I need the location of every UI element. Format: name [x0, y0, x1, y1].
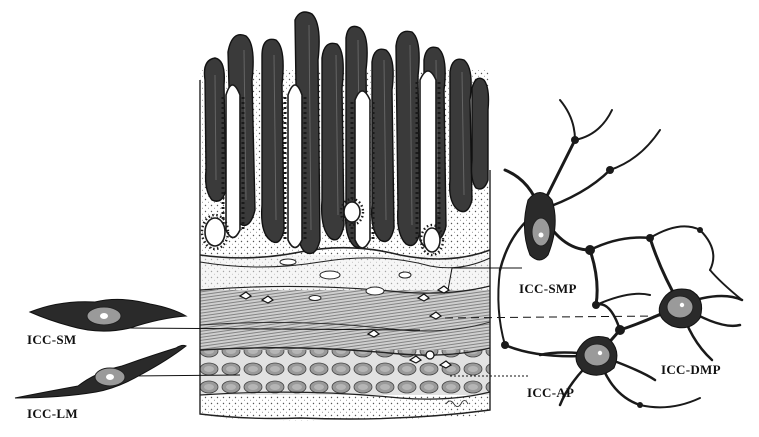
longitudinal-muscle	[195, 350, 495, 395]
icc-dmp-cell	[659, 289, 701, 328]
circular-muscle	[195, 290, 495, 350]
icc-ap-cell	[576, 337, 617, 376]
icc-lm-label: ICC-LM	[27, 406, 78, 422]
icc-smp-label: ICC-SMP	[519, 281, 577, 297]
icc-smp-cell	[524, 193, 555, 261]
serosa	[195, 395, 495, 425]
icc-lm-cell	[15, 345, 186, 398]
icc-sm-label: ICC-SM	[27, 332, 76, 348]
icc-ap-label: ICC-AP	[527, 385, 574, 401]
icc-sm-cell	[30, 299, 186, 331]
icc-dmp-label: ICC-DMP	[661, 362, 721, 378]
